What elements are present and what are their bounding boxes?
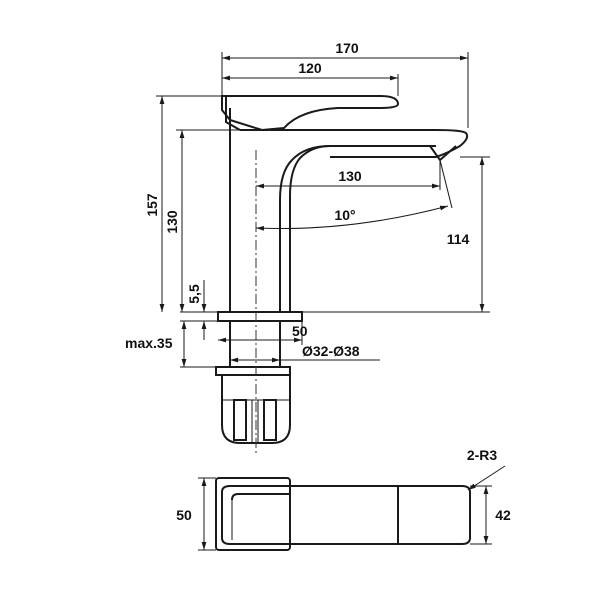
dim-plan-corner-radius: 2-R3 bbox=[467, 447, 506, 491]
dim-label-plan-depth: 50 bbox=[176, 507, 192, 523]
plan-handle-inner bbox=[231, 493, 290, 501]
dim-label-plan-handle-depth: 42 bbox=[495, 507, 511, 523]
dim-label-plan-corner-radius: 2-R3 bbox=[467, 447, 498, 463]
faucet-spout bbox=[240, 129, 469, 158]
faucet-base-flange bbox=[217, 311, 303, 322]
plan-handle-outline bbox=[221, 485, 471, 545]
dim-label-base-width: 50 bbox=[292, 323, 308, 339]
dim-spout-reach: 130 bbox=[256, 160, 441, 190]
dim-base-width: 50 bbox=[218, 321, 308, 345]
dim-spout-height: 114 bbox=[447, 156, 490, 312]
nut-rib-2 bbox=[263, 399, 277, 441]
nut-rib-1 bbox=[233, 399, 247, 441]
dim-hole-diameter: Ø32-Ø38 bbox=[230, 343, 380, 363]
dim-max-deck: max.35 bbox=[125, 321, 216, 368]
dim-body-height: 130 bbox=[164, 129, 240, 312]
dim-label-hole-diameter: Ø32-Ø38 bbox=[302, 343, 360, 359]
faucet-spout-underside bbox=[279, 145, 331, 312]
faucet-handle bbox=[221, 95, 400, 132]
faucet-plan-view bbox=[215, 477, 471, 551]
mounting-washer bbox=[215, 366, 291, 376]
dim-label-spout-reach: 130 bbox=[338, 168, 362, 184]
dim-label-body-height: 130 bbox=[164, 210, 180, 234]
dim-label-handle-length: 120 bbox=[298, 60, 322, 76]
dim-label-max-deck: max.35 bbox=[125, 335, 173, 351]
dim-label-spout-height: 114 bbox=[447, 231, 470, 247]
dim-overall-length: 170 bbox=[221, 40, 469, 128]
dim-label-total-height: 157 bbox=[144, 193, 160, 217]
plan-base-outline bbox=[215, 477, 291, 551]
dim-plan-handle-depth: 42 bbox=[470, 485, 511, 545]
dim-base-thickness: 5,5 bbox=[186, 280, 207, 340]
dim-label-spout-angle: 10° bbox=[334, 207, 355, 223]
mounting-nut bbox=[221, 374, 291, 444]
dim-plan-depth: 50 bbox=[176, 477, 216, 551]
dim-total-height: 157 bbox=[144, 95, 222, 312]
faucet-elevation bbox=[180, 95, 490, 455]
dim-handle-length: 120 bbox=[222, 60, 399, 96]
handle-cap bbox=[225, 96, 241, 131]
dim-label-overall-length: 170 bbox=[335, 40, 359, 56]
faucet-body bbox=[229, 108, 436, 313]
dim-label-base-thickness: 5,5 bbox=[186, 284, 202, 304]
dim-spout-angle: 10° bbox=[255, 159, 453, 231]
